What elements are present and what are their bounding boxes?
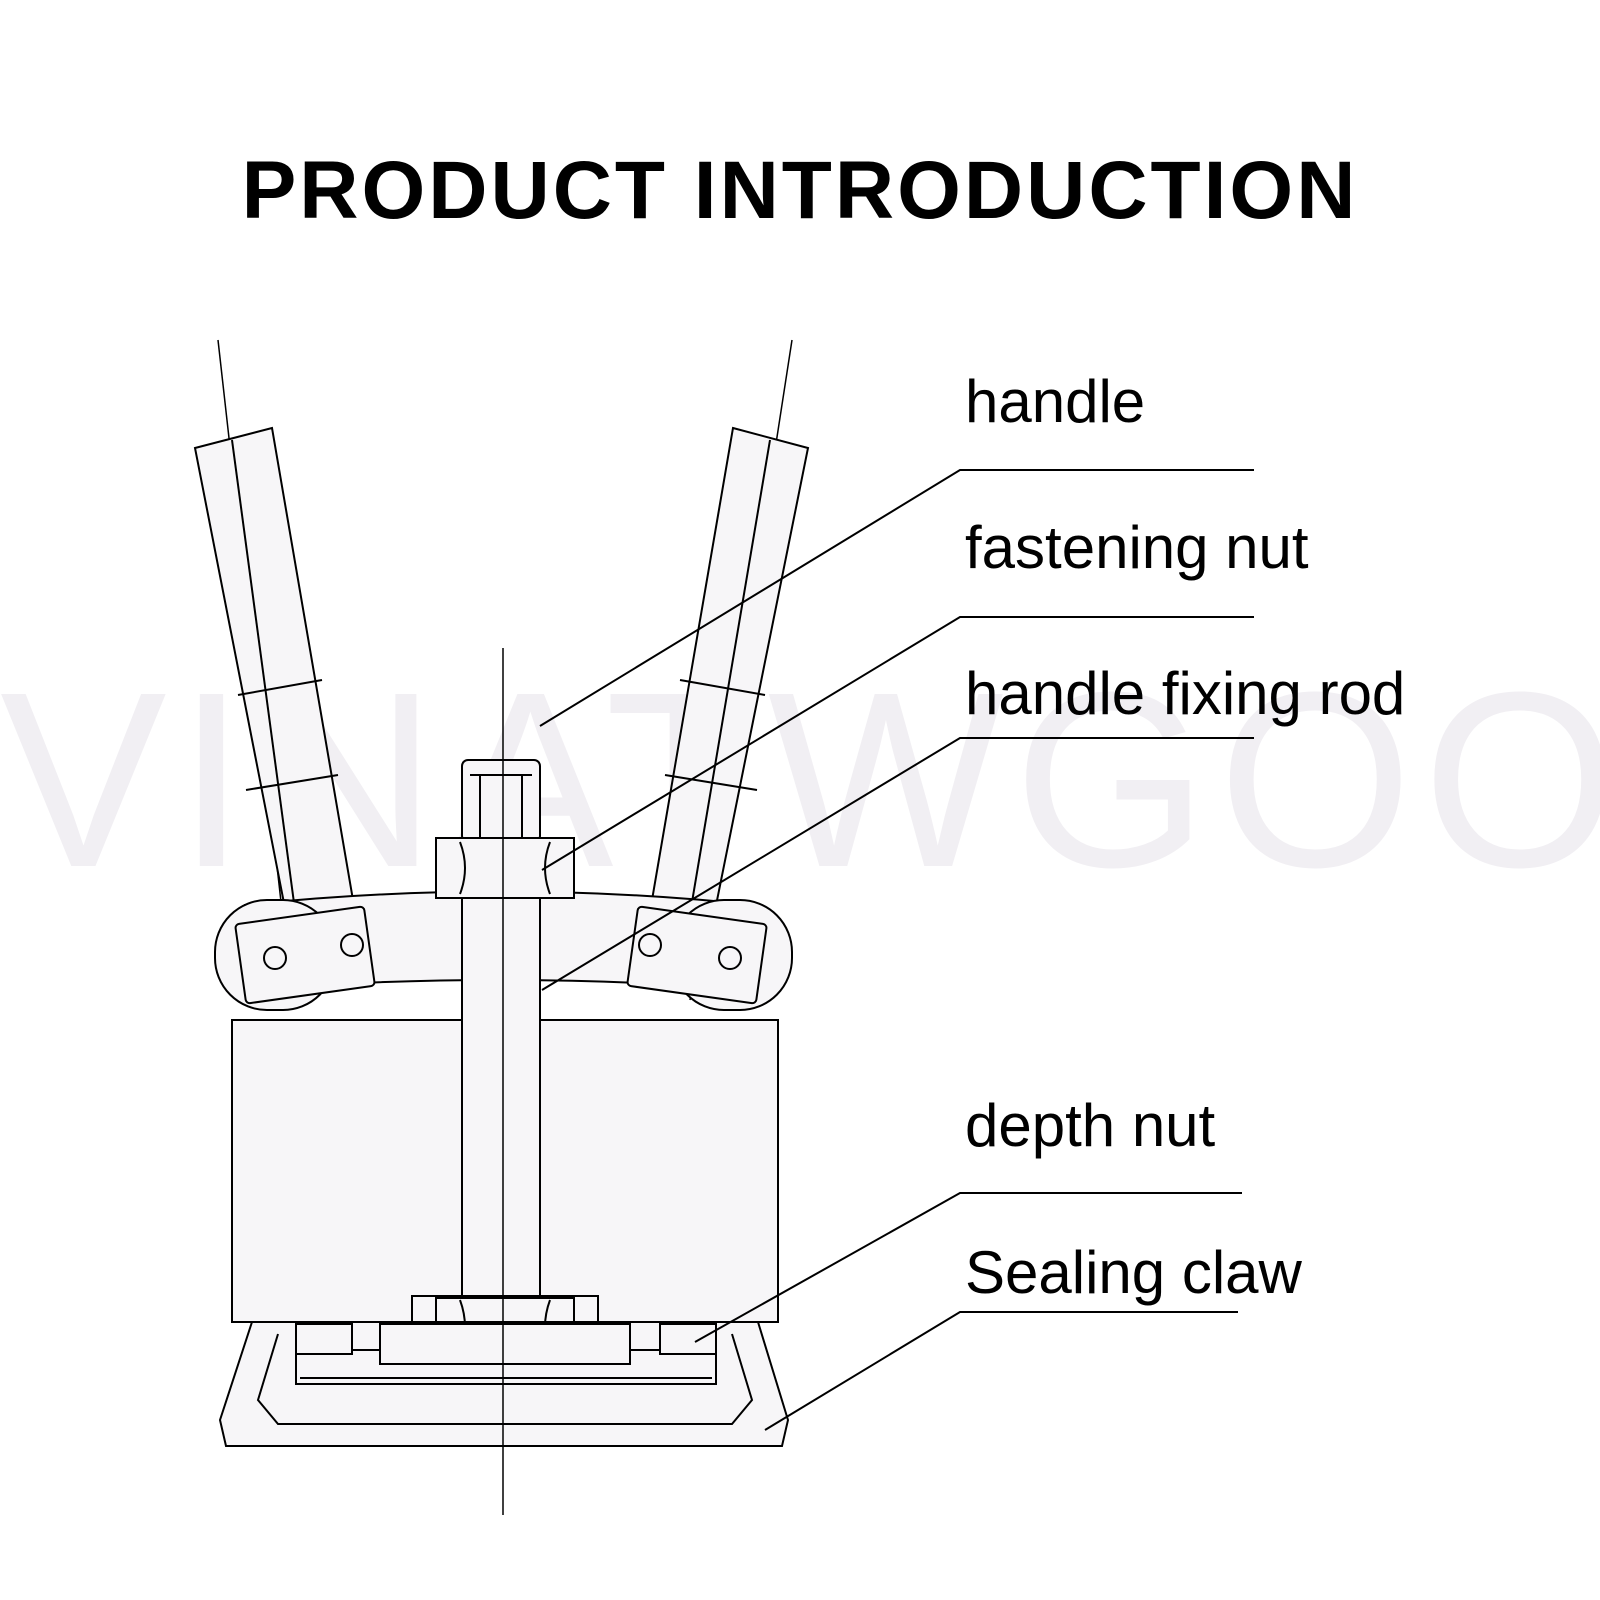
left-pivot (214, 899, 376, 1011)
leader-line-fastening-nut (541, 616, 1254, 871)
leader-line-depth-nut (694, 1192, 1242, 1343)
leader-lines (539, 469, 1254, 1431)
label-handle-fixing-rod: handle fixing rod (965, 660, 1406, 727)
label-fastening-nut: fastening nut (965, 514, 1309, 581)
sealing-claw-part (218, 1321, 790, 1447)
page-title: PRODUCT INTRODUCTION (241, 145, 1359, 236)
leader-line-handle (539, 469, 1254, 727)
label-handle: handle (965, 368, 1146, 435)
leader-line-handle-fixing-rod (541, 737, 1254, 991)
right-pivot (626, 899, 793, 1011)
rod-threaded-tip (461, 759, 541, 843)
leader-line-sealing-claw (764, 1311, 1238, 1431)
fastening-nut-part (435, 837, 575, 899)
label-sealing-claw: Sealing claw (965, 1239, 1302, 1306)
label-depth-nut: depth nut (965, 1092, 1216, 1159)
handle-fixing-rod-part (461, 897, 541, 1299)
